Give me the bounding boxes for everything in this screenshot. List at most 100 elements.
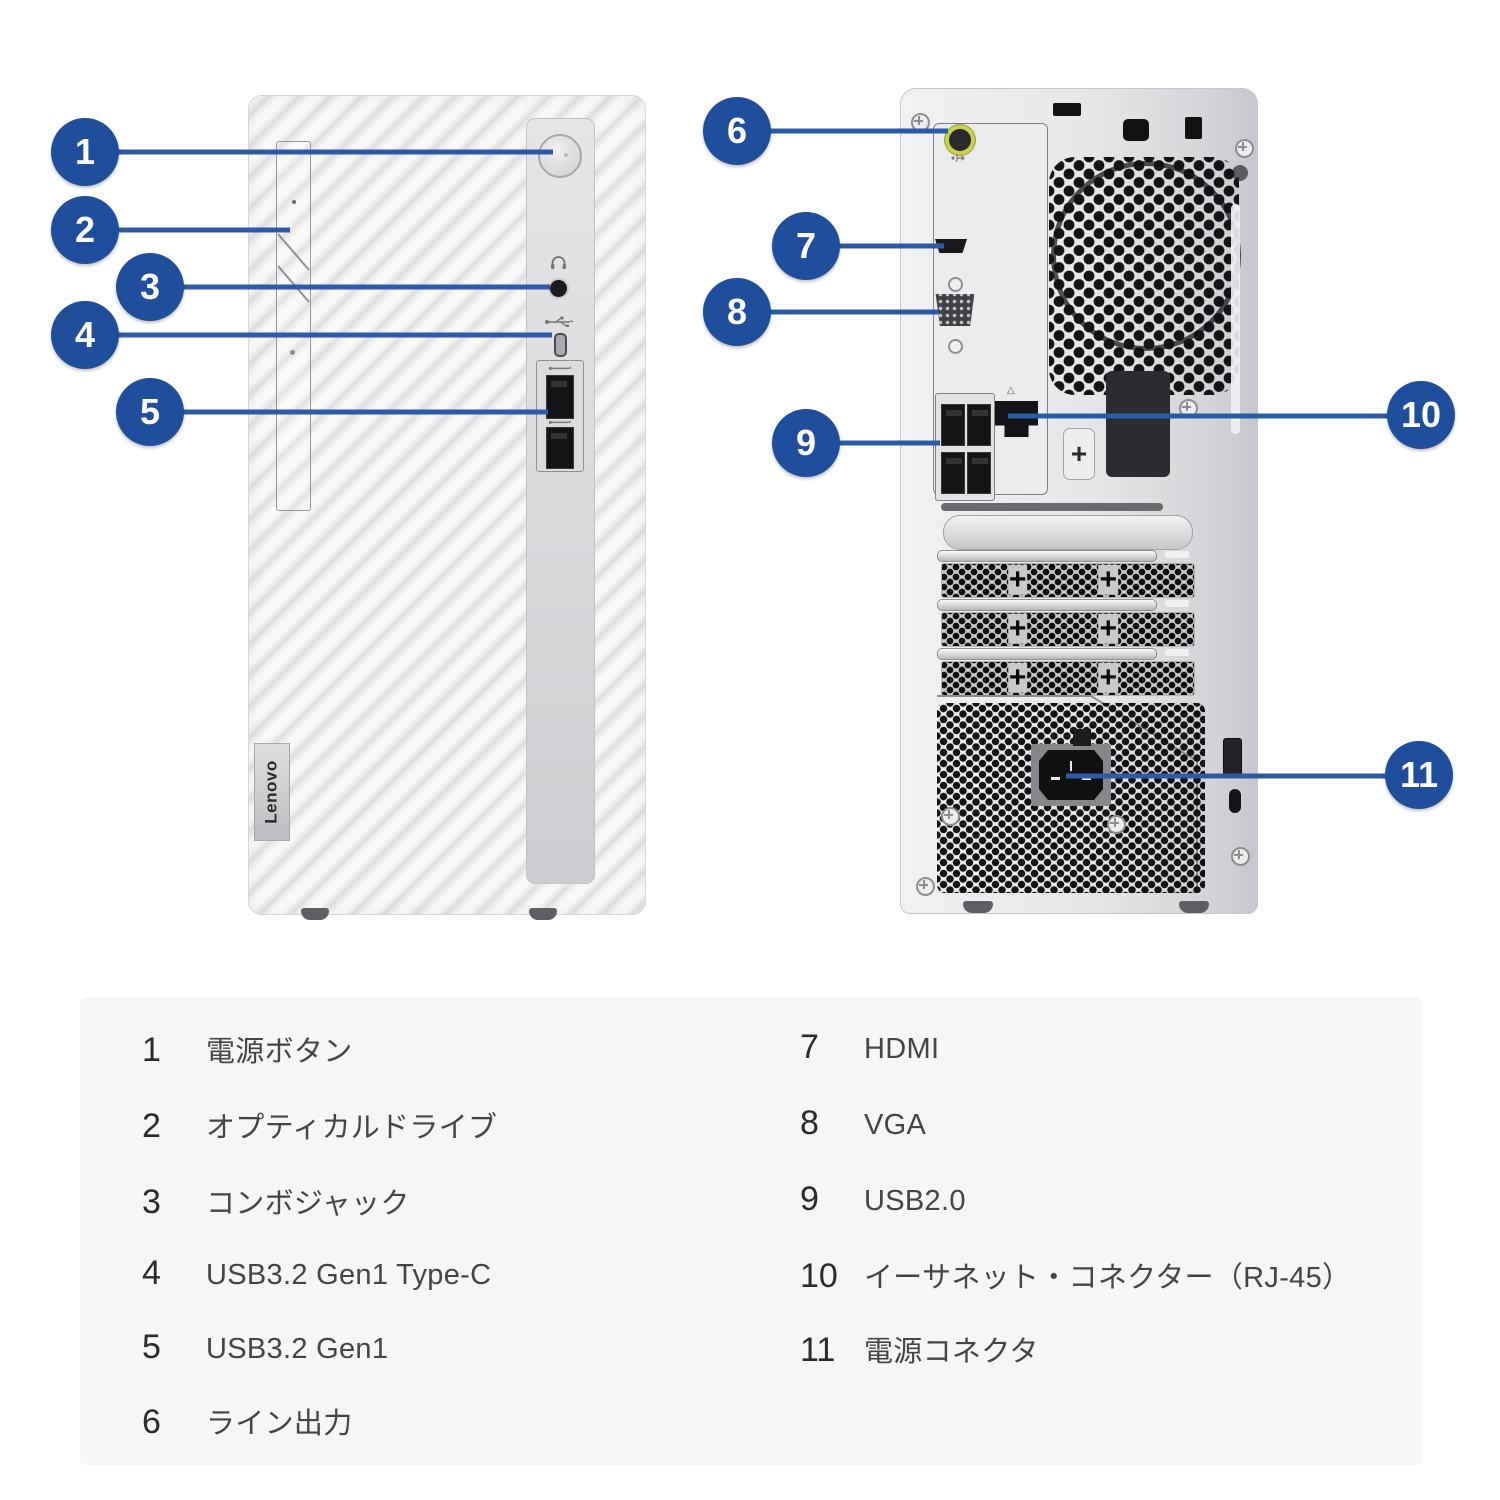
socket-pin [1070,761,1072,771]
vga-screw [948,277,963,292]
legend-number: 7 [800,1028,819,1066]
callout-1: 1 [51,118,119,186]
legend-item: 6 ライン出力 [142,1400,353,1441]
legend-number: 10 [800,1257,838,1295]
usb2-ports-group [935,393,995,501]
callout-9: 9 [772,409,840,477]
legend-label: HDMI [864,1033,940,1065]
legend-label: USB3.2 Gen1 [206,1333,389,1365]
lenovo-logo-badge: Lenovo [254,743,290,841]
power-led [564,153,568,157]
usb-icon [545,316,574,327]
vga-screw [948,339,963,354]
legend-number: 1 [142,1031,161,1069]
chassis-foot [1179,901,1209,913]
legend-item: 11 電源コネクタ [800,1328,1039,1369]
legend-label: USB2.0 [864,1185,966,1217]
internal-component [1106,371,1170,477]
slot-divider-bar [941,503,1163,511]
expansion-slot-bracket [937,550,1157,562]
plate-plus-mark: + [1007,562,1028,596]
legend-item: 1 電源ボタン [142,1028,353,1069]
chassis-foot [963,901,993,913]
legend-label: USB3.2 Gen1 Type-C [206,1259,492,1291]
power-button [538,134,582,178]
chassis-foot [529,908,557,920]
legend-label: オプティカルドライブ [206,1112,498,1144]
slot-label [1165,649,1189,656]
callout-8: 8 [703,278,771,346]
optical-drive-eject-marks [277,233,310,303]
callout-7: 7 [772,212,840,280]
legend-number: 6 [142,1403,161,1441]
plate-plus-mark: + [1007,611,1028,645]
legend-item: 7 HDMI [800,1028,939,1068]
legend-item: 9 USB2.0 [800,1180,966,1220]
callout-4: 4 [51,301,119,369]
callout-5: 5 [116,378,184,446]
expansion-slot-cover: + + [941,612,1195,647]
usb-icon [548,420,572,424]
ethernet-triangle-icon: △ [1007,385,1015,396]
socket-pin [1051,777,1060,780]
screw [1231,847,1250,866]
legend-number: 2 [142,1107,161,1145]
expansion-slot-bracket [937,648,1157,660]
legend-item: 5 USB3.2 Gen1 [142,1328,388,1368]
screw [916,877,935,896]
legend-number: 8 [800,1104,819,1142]
usb-a-port [967,452,991,494]
plate-plus-mark: + [1098,660,1119,694]
legend-number: 4 [142,1254,161,1292]
legend-item: 10 イーサネット・コネクター（RJ-45） [800,1254,1351,1295]
optical-drive-led [292,200,296,204]
vent-slot [1185,117,1202,139]
usb-a-port [941,452,965,494]
vga-port [935,294,975,326]
legend-label: コンボジャック [206,1188,410,1220]
screw [1107,815,1126,834]
line-out-icon [951,154,965,162]
combo-jack-port [550,280,567,297]
legend-label: VGA [864,1109,927,1141]
vent-slot [1123,119,1149,141]
callout-2: 2 [51,196,119,264]
back-view-tower: △ + + + + + + + [900,88,1258,914]
slot-label [1165,551,1189,558]
slot-label [1165,600,1189,607]
kensington-lock-slot [1229,789,1241,813]
callout-11: 11 [1385,741,1453,809]
legend-item: 3 コンボジャック [142,1180,410,1221]
legend-label: 電源コネクタ [864,1336,1039,1368]
callout-6: 6 [703,97,771,165]
line-out-jack [945,125,975,155]
screw [941,807,960,826]
expansion-slot-bracket [937,599,1157,611]
slot-cover-handle [943,515,1193,550]
usb3-ports-group [536,360,584,472]
screw [1235,139,1254,158]
legend-panel: 1 電源ボタン 2 オプティカルドライブ 3 コンボジャック 4 USB3.2 … [80,997,1423,1465]
optical-drive-slot [276,141,311,511]
usb-a-port [546,427,574,469]
chassis-foot [301,908,329,920]
usb-a-port [941,404,965,446]
plate-plus-mark: + [1098,562,1119,596]
side-handle-indent [1231,204,1240,434]
vent-slot [1053,103,1081,116]
legend-item: 4 USB3.2 Gen1 Type-C [142,1254,491,1294]
hdmi-port [935,239,967,253]
padlock-loop-cutout: + [1063,428,1095,480]
front-port-strip [526,118,595,884]
power-inlet-tab [1073,729,1091,746]
plate-plus-mark: + [1007,660,1028,694]
callout-10: 10 [1387,381,1455,449]
legend-number: 9 [800,1180,819,1218]
expansion-slot-cover: + + [941,563,1195,598]
plate-plus-mark: + [1098,611,1119,645]
legend-item: 2 オプティカルドライブ [142,1104,498,1145]
legend-number: 5 [142,1328,161,1366]
callout-3: 3 [116,253,184,321]
